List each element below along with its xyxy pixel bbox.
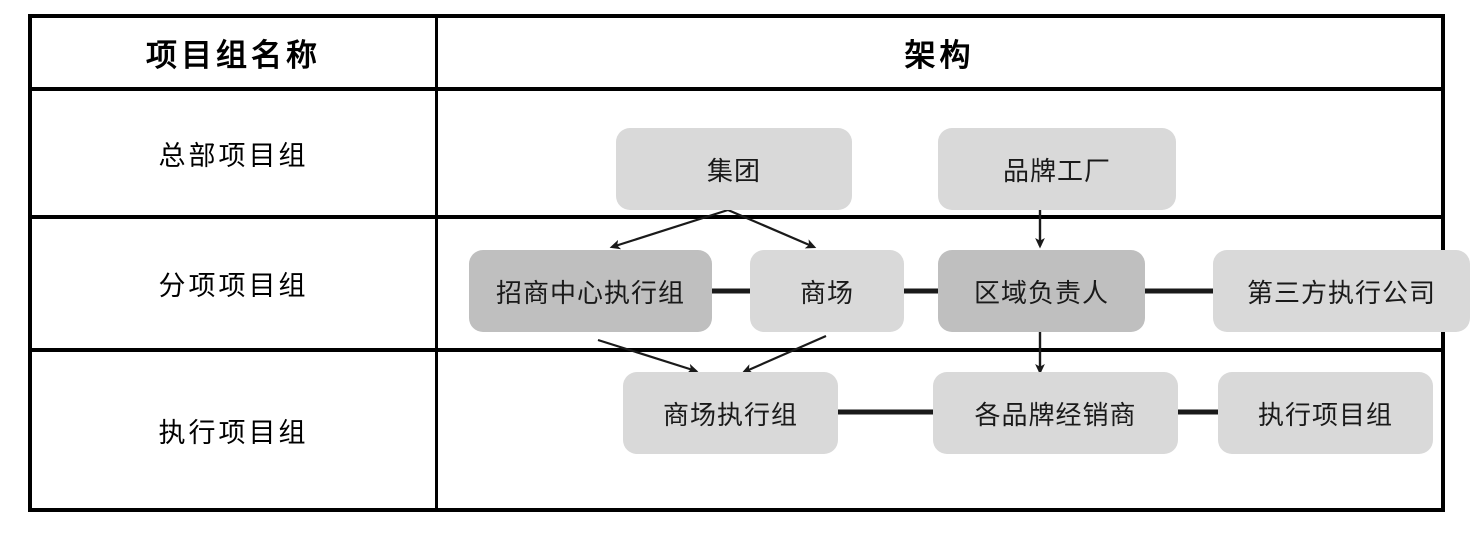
edge-group-to-mall	[727, 208, 817, 249]
node-third-party[interactable]: 第三方执行公司	[1213, 250, 1470, 332]
row-rule-2	[32, 348, 1441, 352]
node-exec-team[interactable]: 执行项目组	[1218, 372, 1433, 454]
node-mall[interactable]: 商场	[750, 250, 904, 332]
node-brand-dealers[interactable]: 各品牌经销商	[933, 372, 1178, 454]
column-divider	[435, 18, 438, 508]
edge-invest-center-to-mall-exec	[597, 338, 699, 374]
node-group[interactable]: 集团	[616, 128, 852, 210]
org-structure-table: 项目组名称 架构 总部项目组 分项项目组 执行项目组	[28, 14, 1470, 512]
edge-mall-to-mall-exec	[741, 334, 827, 374]
table-row-label-execution: 执行项目组	[158, 417, 309, 448]
table-header-architecture: 架构	[904, 38, 975, 73]
table-row-label-headquarters: 总部项目组	[158, 140, 309, 171]
node-invest-center[interactable]: 招商中心执行组	[469, 250, 712, 332]
table-row-label-subproject: 分项项目组	[158, 271, 309, 301]
node-region-head[interactable]: 区域负责人	[938, 250, 1145, 332]
table-header-project-group-name: 项目组名称	[146, 38, 321, 73]
header-rule	[32, 87, 1441, 91]
node-mall-exec[interactable]: 商场执行组	[623, 372, 838, 454]
architecture-diagram: 集团 品牌工厂 招商中心执行组 商场 区域负责人 第三方执行公司 商场执行组 各…	[438, 91, 1470, 508]
edge-group-to-invest-center	[609, 208, 729, 250]
node-brand-factory[interactable]: 品牌工厂	[938, 128, 1176, 210]
